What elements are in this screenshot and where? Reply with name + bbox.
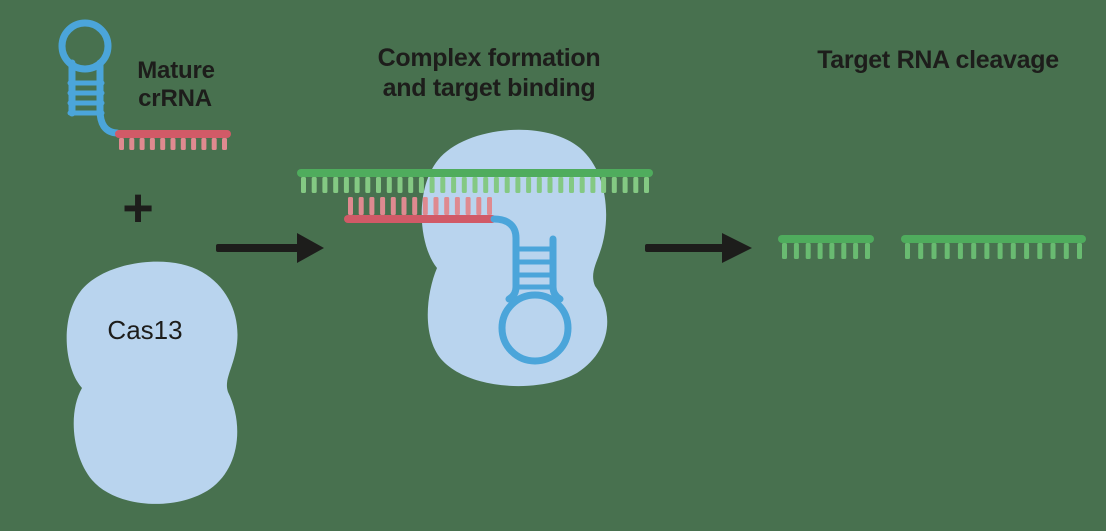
crrna-spacer-comb xyxy=(115,130,231,150)
bound-crrna-loop xyxy=(498,291,572,365)
mature-crrna-label-line1: Mature xyxy=(137,57,214,84)
cas13-protein-blob xyxy=(66,261,238,504)
crrna-loop xyxy=(58,19,112,73)
mature-crrna-label-line2: crRNA xyxy=(138,85,212,112)
target-rna-strand-comb xyxy=(297,169,653,193)
complex-formation-title-line2: and target binding xyxy=(383,74,596,102)
crrna-stem-right xyxy=(96,59,121,137)
bound-crrna-spacer-comb xyxy=(344,197,496,223)
arrow-right-icon xyxy=(216,233,324,263)
cleaved-rna-fragment-1-comb xyxy=(778,235,874,259)
complex-formation-title-line1: Complex formation xyxy=(378,44,601,72)
target-rna-cleavage-title: Target RNA cleavage xyxy=(817,46,1059,74)
mature-crrna-hairpin-icon xyxy=(58,19,121,137)
cas13-label: Cas13 xyxy=(107,315,182,345)
cleaved-rna-fragment-2-comb xyxy=(901,235,1086,259)
bound-crrna-hairpin-icon xyxy=(490,215,572,365)
plus-icon: + xyxy=(122,178,154,238)
arrow-right-icon xyxy=(645,233,752,263)
